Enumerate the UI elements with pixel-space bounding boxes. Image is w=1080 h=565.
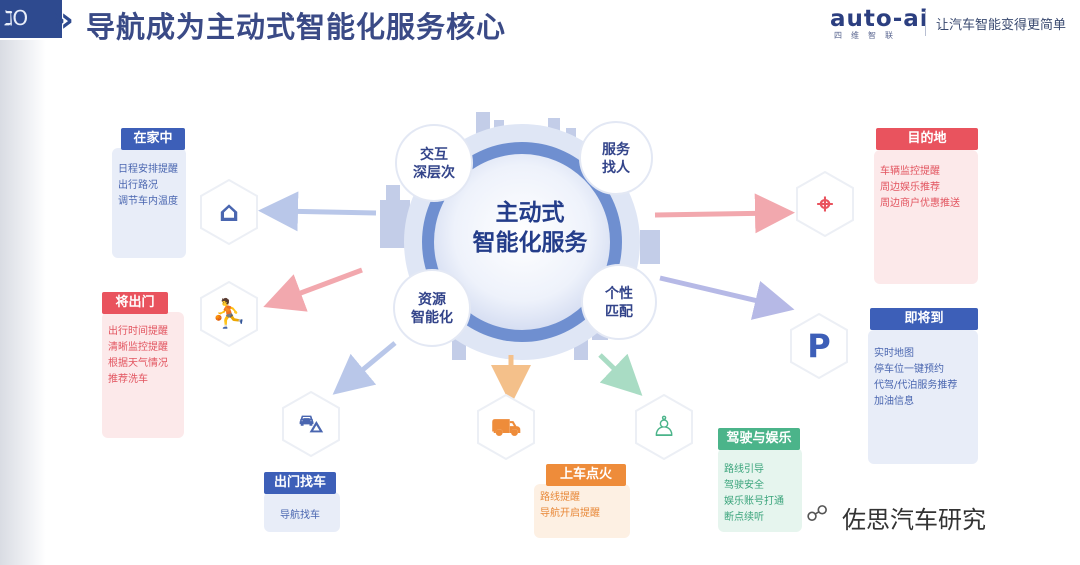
panel-dest-box	[874, 150, 978, 284]
list-item: 驾驶安全	[724, 480, 764, 491]
person-car-icon: ⛟	[490, 413, 522, 441]
watermark: 佐思汽车研究	[842, 506, 986, 534]
hub-title-line1: 主动式	[495, 200, 565, 226]
hub-node-line1: 资源	[418, 292, 446, 308]
map-pin-icon: ⌖	[817, 187, 833, 220]
list-item: 周边娱乐推荐	[880, 182, 940, 193]
hex-arrive	[790, 312, 848, 380]
list-item: 根据天气情况	[108, 358, 168, 369]
panel-leave-title: 将出门	[102, 292, 168, 314]
hex-home	[200, 178, 258, 246]
brand-logo-subtitle: 四维智联	[834, 31, 902, 40]
hex-drive	[635, 393, 693, 461]
hub-title: 主动式智能化服务	[450, 198, 610, 258]
list-item: 推荐洗车	[108, 374, 148, 385]
brand-slogan: 让汽车智能变得更简单	[936, 18, 1067, 33]
panel-findcar-title: 出门找车	[264, 472, 336, 494]
arrow-to-dest	[654, 193, 795, 234]
panel-drive-box	[718, 448, 802, 532]
list-item: 路线提醒	[540, 492, 580, 503]
list-item: 实时地图	[874, 348, 914, 359]
panel-leave-box	[102, 312, 184, 438]
list-item: 清晰监控提醒	[108, 342, 168, 353]
panel-arrive-box	[868, 330, 978, 464]
hex-findcar	[282, 390, 340, 458]
hub-title-line2: 智能化服务	[472, 230, 588, 256]
list-item: 路线引导	[724, 464, 764, 475]
arrow-to-drive	[598, 353, 643, 396]
panel-arrive-items: 实时地图 停车位一键预约 代驾/代泊服务推荐 加油信息	[874, 346, 957, 410]
person-leaving-icon: ⛹	[211, 297, 247, 330]
panel-findcar-items: 导航找车	[280, 508, 320, 524]
hub-node-line2: 深层次	[413, 165, 455, 181]
panel-leave-items: 出行时间提醒 清晰监控提醒 根据天气情况 推荐洗车	[108, 324, 168, 388]
list-item: 娱乐账号打通	[724, 496, 784, 507]
hub-node-personal: 个性匹配	[584, 285, 654, 321]
car-search-icon: ⛍	[298, 410, 324, 438]
list-item: 出行时间提醒	[108, 326, 168, 337]
hub-node-line2: 找人	[602, 160, 630, 176]
panel-dest-title: 目的地	[876, 128, 978, 150]
panel-drive-items: 路线引导 驾驶安全 娱乐账号打通 断点续听	[724, 462, 784, 526]
header-divider	[925, 10, 926, 36]
hub-node-circle	[393, 269, 471, 347]
left-edge-shade	[0, 40, 46, 565]
hub-node-interaction: 交互深层次	[399, 146, 469, 182]
parking-icon: P	[807, 327, 831, 365]
list-item: 周边商户优惠推送	[880, 198, 960, 209]
list-item: 出行路况	[118, 180, 158, 191]
list-item: 导航开启提醒	[540, 508, 600, 519]
list-item: 调节车内温度	[118, 196, 178, 207]
corner-badge: ℷO	[0, 0, 62, 38]
driver-icon: ♙	[651, 410, 677, 443]
panel-board-box	[534, 484, 630, 538]
hub-node-line2: 匹配	[605, 304, 633, 320]
list-item: 日程安排提醒	[118, 164, 178, 175]
hub-node-line1: 交互	[420, 147, 448, 163]
corner-logo-glyph: ℷO	[4, 6, 28, 30]
list-item: 加油信息	[874, 396, 914, 407]
hub-node-service: 服务找人	[581, 141, 651, 177]
panel-home-items: 日程安排提醒 出行路况 调节车内温度	[118, 162, 178, 210]
page-title: 导航成为主动式智能化服务核心	[86, 10, 507, 44]
hex-board	[477, 393, 535, 461]
list-item: 车辆监控提醒	[880, 166, 940, 177]
arrow-to-arrive	[659, 275, 795, 320]
list-item: 代驾/代泊服务推荐	[874, 380, 958, 391]
wechat-icon: ☍	[806, 502, 829, 527]
arrow-to-findcar	[332, 341, 397, 395]
panel-home-title: 在家中	[121, 128, 185, 150]
hex-dest	[796, 170, 854, 238]
panel-dest-items: 车辆监控提醒 周边娱乐推荐 周边商户优惠推送	[880, 164, 960, 212]
chevron-right-icon: »	[52, 0, 74, 40]
hub-node-line2: 智能化	[411, 310, 453, 326]
hub-node-resources: 资源智能化	[397, 291, 467, 327]
panel-arrive-title: 即将到	[870, 308, 978, 330]
house-icon: ⌂	[218, 195, 240, 228]
panel-findcar-box	[264, 492, 340, 532]
hub-node-circle	[395, 124, 473, 202]
panel-board-title: 上车点火	[546, 464, 626, 486]
hex-leave	[200, 280, 258, 348]
hub-node-line1: 服务	[602, 142, 630, 158]
arrow-to-home	[258, 191, 377, 232]
hub-node-circle	[579, 121, 653, 195]
hub-core	[434, 154, 610, 330]
panel-home-box	[112, 148, 186, 258]
hub-node-line1: 个性	[605, 286, 633, 302]
hub-node-circle	[581, 264, 657, 340]
list-item: 导航找车	[280, 510, 320, 521]
panel-drive-title: 驾驶与娱乐	[718, 428, 800, 450]
arrow-to-leave	[263, 267, 363, 312]
list-item: 停车位一键预约	[874, 364, 944, 375]
list-item: 断点续听	[724, 512, 764, 523]
panel-board-items: 路线提醒 导航开启提醒	[540, 490, 600, 522]
brand-logo: auto-ai	[830, 6, 929, 32]
